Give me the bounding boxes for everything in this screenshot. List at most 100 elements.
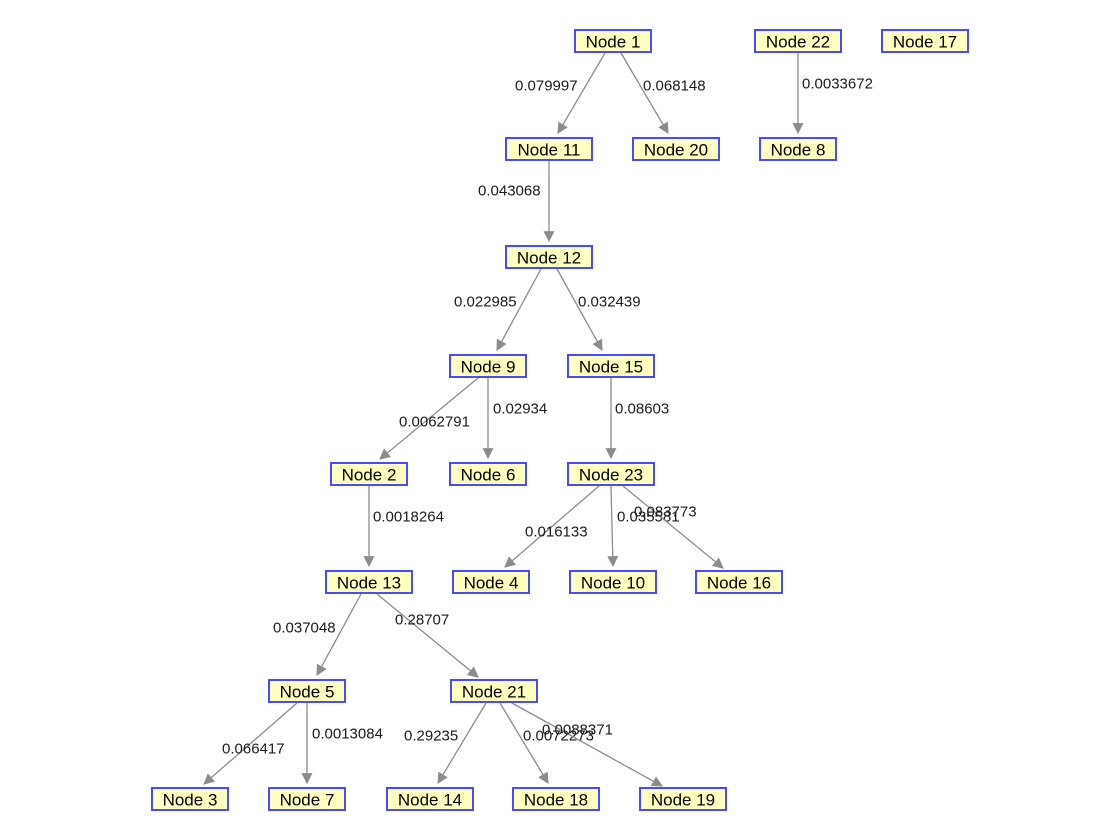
node-n4[interactable]: Node 4: [452, 570, 530, 594]
node-n6[interactable]: Node 6: [449, 462, 527, 486]
edge-line: [622, 485, 724, 569]
node-n16[interactable]: Node 16: [695, 570, 783, 594]
node-n23[interactable]: Node 23: [567, 462, 655, 486]
edge-n12-n15: 0.032439: [556, 268, 641, 351]
node-box[interactable]: [449, 462, 527, 486]
edge-n13-n5: 0.037048: [273, 593, 362, 676]
node-box[interactable]: [512, 787, 600, 811]
node-box[interactable]: [151, 787, 229, 811]
node-box[interactable]: [386, 787, 474, 811]
node-label: Node 5: [280, 683, 335, 702]
node-n21[interactable]: Node 21: [450, 679, 538, 703]
edge-line: [203, 702, 298, 785]
node-box[interactable]: [449, 354, 527, 378]
edge-weight-label: 0.035581: [617, 509, 680, 526]
edge-weight-label: 0.29235: [404, 728, 458, 745]
edge-n12-n9: 0.022985: [454, 268, 542, 351]
edge-n21-n19: 0.0088371: [511, 702, 663, 787]
edge-n5-n7: 0.0013084: [301, 703, 383, 785]
node-n13[interactable]: Node 13: [325, 570, 413, 594]
node-box[interactable]: [632, 137, 720, 161]
node-box[interactable]: [330, 462, 408, 486]
node-box[interactable]: [268, 787, 346, 811]
edge-n21-n14: 0.29235: [404, 702, 487, 784]
edge-line: [556, 268, 603, 351]
node-n18[interactable]: Node 18: [512, 787, 600, 811]
node-n1[interactable]: Node 1: [574, 29, 652, 53]
node-box[interactable]: [325, 570, 413, 594]
edge-n23-n10: 0.035581: [607, 485, 680, 568]
node-n9[interactable]: Node 9: [449, 354, 527, 378]
node-n10[interactable]: Node 10: [569, 570, 657, 594]
edge-weight-label: 0.08603: [615, 401, 669, 418]
node-label: Node 22: [766, 33, 830, 52]
edge-line: [316, 593, 362, 676]
edge-weight-label: 0.02934: [493, 401, 547, 418]
edge-n9-n6: 0.02934: [482, 378, 547, 460]
node-box[interactable]: [450, 679, 538, 703]
edge-n1-n11: 0.079997: [515, 52, 606, 134]
edge-n21-n18: 0.0072273: [499, 702, 594, 784]
nodes-layer: Node 1 Node 22 Node 17 Node 11 Node 20 Node 8…: [151, 29, 969, 811]
edge-n1-n20: 0.068148: [620, 52, 706, 134]
edge-n23-n16: 0.083773: [622, 485, 724, 569]
node-label: Node 1: [586, 33, 641, 52]
node-box[interactable]: [569, 570, 657, 594]
node-n15[interactable]: Node 15: [567, 354, 655, 378]
node-label: Node 3: [163, 791, 218, 810]
edge-line: [607, 485, 619, 568]
edge-weight-label: 0.0072273: [523, 728, 594, 745]
node-box[interactable]: [639, 787, 727, 811]
node-n3[interactable]: Node 3: [151, 787, 229, 811]
node-box[interactable]: [574, 29, 652, 53]
node-n11[interactable]: Node 11: [505, 137, 593, 161]
node-n17[interactable]: Node 17: [881, 29, 969, 53]
edge-weight-label: 0.066417: [222, 741, 285, 758]
edge-line: [499, 702, 549, 784]
node-box[interactable]: [505, 137, 593, 161]
edge-n22-n8: 0.0033672: [792, 53, 873, 135]
edge-n15-n23: 0.08603: [605, 378, 669, 460]
node-label: Node 10: [581, 574, 645, 593]
edge-line: [496, 268, 542, 351]
edge-weight-label: 0.037048: [273, 620, 336, 637]
node-label: Node 8: [771, 141, 826, 160]
node-label: Node 11: [517, 141, 580, 160]
edge-n9-n2: 0.0062791: [379, 377, 479, 460]
edge-line: [511, 702, 663, 787]
node-n2[interactable]: Node 2: [330, 462, 408, 486]
node-n19[interactable]: Node 19: [639, 787, 727, 811]
node-n12[interactable]: Node 12: [505, 245, 593, 269]
edge-line: [557, 52, 606, 134]
node-box[interactable]: [452, 570, 530, 594]
edge-n2-n13: 0.0018264: [363, 486, 444, 568]
node-box[interactable]: [567, 462, 655, 486]
edge-weight-label: 0.0033672: [802, 76, 873, 93]
node-box[interactable]: [695, 570, 783, 594]
node-n7[interactable]: Node 7: [268, 787, 346, 811]
edge-weight-label: 0.043068: [478, 183, 541, 200]
node-n8[interactable]: Node 8: [759, 137, 837, 161]
node-label: Node 19: [651, 791, 715, 810]
node-box[interactable]: [881, 29, 969, 53]
node-box[interactable]: [754, 29, 842, 53]
edge-n13-n21: 0.28707: [376, 593, 479, 678]
edge-weight-label: 0.032439: [578, 294, 641, 311]
edge-line: [620, 52, 669, 134]
node-box[interactable]: [759, 137, 837, 161]
node-label: Node 18: [524, 791, 588, 810]
node-box[interactable]: [505, 245, 593, 269]
node-label: Node 4: [464, 574, 519, 593]
node-n14[interactable]: Node 14: [386, 787, 474, 811]
edge-weight-label: 0.0013084: [312, 726, 383, 743]
node-n20[interactable]: Node 20: [632, 137, 720, 161]
node-box[interactable]: [567, 354, 655, 378]
node-box[interactable]: [268, 679, 346, 703]
node-n5[interactable]: Node 5: [268, 679, 346, 703]
node-n22[interactable]: Node 22: [754, 29, 842, 53]
node-label: Node 14: [398, 791, 462, 810]
edge-line: [379, 377, 479, 460]
edge-line: [376, 593, 479, 678]
edge-line: [504, 485, 600, 568]
